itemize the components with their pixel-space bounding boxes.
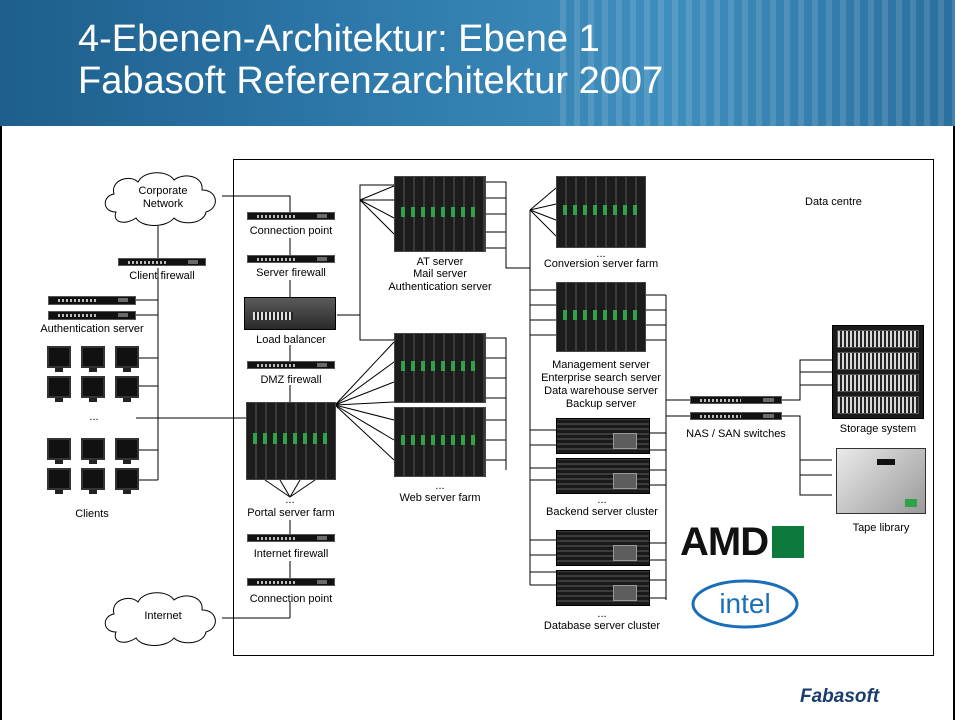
- database-ellipsis: ...: [597, 608, 607, 620]
- connection-point-bottom-device: [247, 578, 335, 586]
- dmz-firewall-device: [247, 361, 335, 369]
- management-server-blade: [556, 282, 646, 352]
- client-monitor-icon: [47, 468, 71, 494]
- nas-san-switches-label: NAS / SAN switches: [686, 428, 786, 440]
- backend-server-1: [556, 418, 650, 454]
- internet-label: Internet: [144, 610, 182, 622]
- authentication-server-label: Authentication server: [388, 281, 492, 293]
- portal-server-farm-label: Portal server farm: [247, 507, 335, 519]
- connection-point-top-device: [247, 212, 335, 220]
- client-monitor-icon: [115, 346, 139, 372]
- connection-point-top-label: Connection point: [249, 225, 333, 237]
- client-monitor-icon: [81, 468, 105, 494]
- database-server-2: [556, 570, 650, 606]
- management-server-label: Management server: [552, 359, 650, 371]
- banner-decoration: [560, 0, 955, 126]
- san-switch-2: [690, 412, 782, 420]
- fabasoft-logo: Fabasoft: [800, 686, 880, 707]
- storage-shelf: [837, 330, 919, 348]
- tape-library-label: Tape library: [852, 522, 910, 534]
- amd-logo: AMD: [680, 520, 805, 565]
- database-server-1: [556, 530, 650, 566]
- client-monitor-icon: [115, 468, 139, 494]
- slide-title: 4-Ebenen-Architektur: Ebene 1 Fabasoft R…: [78, 18, 663, 102]
- intel-logo-text: intel: [719, 588, 770, 619]
- clients-ellipsis: ...: [89, 411, 99, 423]
- client-firewall-label: Client firewall: [129, 270, 195, 282]
- load-balancer-device: [244, 297, 336, 330]
- client-monitor-icon: [81, 346, 105, 372]
- client-monitor-icon: [81, 376, 105, 402]
- web-server-blade-2: [394, 407, 486, 477]
- title-line-1: 4-Ebenen-Architektur: Ebene 1: [78, 18, 600, 60]
- internet-firewall-label: Internet firewall: [253, 548, 329, 560]
- nas-switch-1: [690, 396, 782, 404]
- portal-ellipsis: ...: [285, 494, 295, 506]
- data-centre-label: Data centre: [805, 196, 862, 208]
- data-warehouse-server-label: Data warehouse server: [544, 385, 658, 397]
- corporate-network-label: Corporate Network: [138, 185, 188, 210]
- storage-shelf: [837, 374, 919, 392]
- storage-shelf: [837, 396, 919, 414]
- auth-server-unit-1: [48, 296, 136, 305]
- authentication-server-left-label: Authentication server: [40, 323, 144, 335]
- amd-logo-text: AMD: [680, 520, 769, 564]
- backend-server-2: [556, 458, 650, 494]
- database-server-cluster-label: Database server cluster: [543, 620, 661, 632]
- enterprise-search-server-label: Enterprise search server: [541, 372, 661, 384]
- server-firewall-device: [247, 255, 335, 263]
- title-line-2: Fabasoft Referenzarchitektur 2007: [78, 60, 664, 102]
- client-monitor-icon: [47, 346, 71, 372]
- clients-label: Clients: [75, 508, 109, 520]
- backend-server-cluster-label: Backend server cluster: [546, 506, 658, 518]
- slide-frame: [0, 126, 955, 720]
- conversion-ellipsis: ...: [596, 248, 606, 260]
- backend-ellipsis: ...: [597, 494, 607, 506]
- portal-server-farm-device: [246, 402, 336, 480]
- client-monitor-icon: [47, 438, 71, 464]
- client-monitor-icon: [115, 438, 139, 464]
- internet-firewall-device: [247, 534, 335, 542]
- storage-system-label: Storage system: [839, 423, 917, 435]
- web-server-blade-1: [394, 333, 486, 403]
- client-monitor-icon: [81, 438, 105, 464]
- connection-point-bottom-label: Connection point: [249, 593, 333, 605]
- dmz-firewall-label: DMZ firewall: [260, 374, 322, 386]
- title-banner: 4-Ebenen-Architektur: Ebene 1 Fabasoft R…: [0, 0, 955, 126]
- client-monitor-icon: [115, 376, 139, 402]
- storage-shelf: [837, 352, 919, 370]
- corporate-network-cloud: [104, 172, 216, 226]
- at-server-blade: [394, 176, 486, 252]
- load-balancer-label: Load balancer: [256, 334, 326, 346]
- intel-logo: intel: [691, 579, 799, 629]
- tape-library-device: [836, 448, 926, 514]
- auth-server-unit-2: [48, 311, 136, 320]
- data-centre-boundary: [233, 159, 934, 656]
- internet-cloud: [104, 592, 216, 646]
- conversion-server-farm-label: Conversion server farm: [543, 258, 659, 270]
- mail-server-label: Mail server: [413, 268, 467, 280]
- at-server-label: AT server: [416, 256, 464, 268]
- client-firewall-device: [118, 258, 206, 266]
- server-firewall-label: Server firewall: [256, 267, 326, 279]
- web-ellipsis: ...: [435, 480, 445, 492]
- client-monitor-icon: [47, 376, 71, 402]
- backup-server-label: Backup server: [565, 398, 637, 410]
- web-server-farm-label: Web server farm: [399, 492, 481, 504]
- amd-arrow-icon: [772, 526, 805, 558]
- conversion-server-blade: [556, 176, 646, 248]
- storage-system-device: [832, 325, 924, 419]
